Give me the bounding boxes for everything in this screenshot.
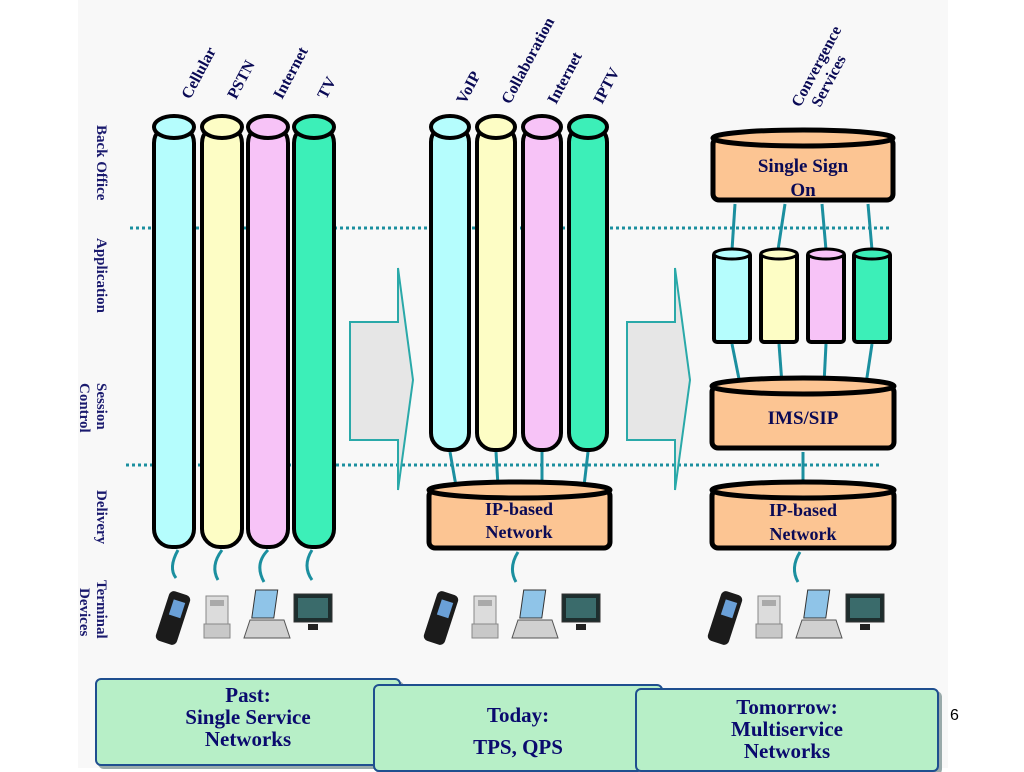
- caption-tomorrow-line-1: Tomorrow:: [736, 695, 838, 719]
- layer-labels: Back Office Application Session Control …: [76, 125, 109, 639]
- tomorrow-network-disk: IP-based Network: [709, 479, 897, 551]
- tomorrow-cylinder-pink: [806, 247, 846, 344]
- today-cylinder-collaboration: [475, 114, 517, 452]
- caption-past: Past: Single Service Networks: [95, 678, 401, 766]
- page-number: 6: [950, 707, 959, 724]
- tomorrow-cylinder-teal: [852, 247, 892, 344]
- tomorrow-cylinder-yellow: [759, 247, 799, 344]
- past-service-label: Internet: [271, 44, 313, 102]
- today-cylinder-voip: [429, 114, 471, 452]
- desk-phone-icon: [471, 595, 499, 639]
- tomorrow-cable: [793, 551, 802, 583]
- past-service-label: Cellular: [179, 44, 220, 101]
- mobile-phone-icon: [423, 591, 459, 645]
- tomorrow-network-label-2: Network: [770, 524, 837, 544]
- caption-today: Today: TPS, QPS: [373, 684, 663, 772]
- layer-session-control-2: Control: [76, 383, 92, 433]
- past-cable-4: [305, 549, 314, 581]
- arrow-today-to-tomorrow: [626, 267, 692, 491]
- laptop-icon: [795, 589, 843, 639]
- today-network-label-2: Network: [486, 522, 553, 542]
- caption-tomorrow-line-2: Multiservice: [731, 717, 843, 741]
- device-group-past: [155, 589, 333, 645]
- caption-today-line-2: TPS, QPS: [473, 735, 563, 759]
- tomorrow-cylinder-cyan: [712, 247, 752, 344]
- past-cable-3: [258, 548, 270, 583]
- laptop-icon: [511, 589, 559, 639]
- tv-monitor-icon: [845, 593, 885, 630]
- device-group-tomorrow: [707, 589, 885, 645]
- past-cable-1: [171, 549, 180, 579]
- past-headers: Cellular PSTN Internet TV: [179, 44, 341, 102]
- tomorrow-network-label-1: IP-based: [769, 500, 837, 520]
- today-cylinder-internet: [521, 114, 563, 452]
- past-cylinder-cellular: [152, 114, 196, 549]
- sso-disk: Single Sign On: [710, 127, 896, 203]
- layer-application: Application: [93, 238, 109, 314]
- past-cable-2: [213, 549, 224, 581]
- tomorrow-headers: Convergence Services: [789, 23, 850, 109]
- desk-phone-icon: [755, 595, 783, 639]
- ims-disk: IMS/SIP: [709, 375, 897, 451]
- today-service-label: Internet: [545, 49, 587, 107]
- caption-past-line-1: Past:: [225, 683, 271, 707]
- caption-past-line-3: Networks: [204, 727, 292, 751]
- past-service-label: PSTN: [225, 57, 259, 101]
- caption-today-line-1: Today:: [486, 703, 550, 727]
- past-cylinders: [152, 114, 336, 583]
- tv-monitor-icon: [561, 593, 601, 630]
- layer-session-control-1: Session: [93, 383, 109, 430]
- today-cable: [511, 551, 520, 583]
- past-cylinder-internet: [246, 114, 290, 549]
- arrow-past-to-today: [349, 267, 415, 491]
- sso-label-1: Single Sign: [758, 156, 849, 177]
- past-service-label: TV: [315, 74, 341, 102]
- today-headers: VoIP Collaboration Internet IPTV: [454, 15, 624, 107]
- today-network-label-1: IP-based: [485, 499, 553, 519]
- sso-connectors: [730, 203, 874, 251]
- tomorrow-app-cylinders: [712, 247, 892, 344]
- mobile-phone-icon: [707, 591, 743, 645]
- today-cylinder-iptv: [567, 114, 609, 452]
- past-cylinder-pstn: [200, 114, 244, 549]
- today-service-label: VoIP: [454, 69, 485, 107]
- layer-terminal-2: Devices: [76, 588, 92, 636]
- layer-terminal-1: Terminal: [93, 580, 109, 639]
- caption-tomorrow: Tomorrow: Multiservice Networks: [635, 688, 939, 772]
- caption-past-line-2: Single Service: [185, 705, 311, 729]
- sso-label-2: On: [790, 180, 816, 201]
- desk-phone-icon: [203, 595, 231, 639]
- today-network-disk: IP-based Network: [426, 479, 613, 551]
- caption-tomorrow-line-3: Networks: [743, 739, 831, 763]
- mobile-phone-icon: [155, 591, 191, 645]
- past-cylinder-tv: [292, 114, 336, 549]
- today-cylinders: [429, 114, 609, 487]
- laptop-icon: [243, 589, 291, 639]
- today-service-label: IPTV: [591, 65, 624, 107]
- layer-back-office: Back Office: [93, 125, 109, 201]
- device-group-today: [423, 589, 601, 645]
- layer-delivery: Delivery: [93, 490, 109, 545]
- ims-label: IMS/SIP: [768, 408, 839, 429]
- tv-monitor-icon: [293, 593, 333, 630]
